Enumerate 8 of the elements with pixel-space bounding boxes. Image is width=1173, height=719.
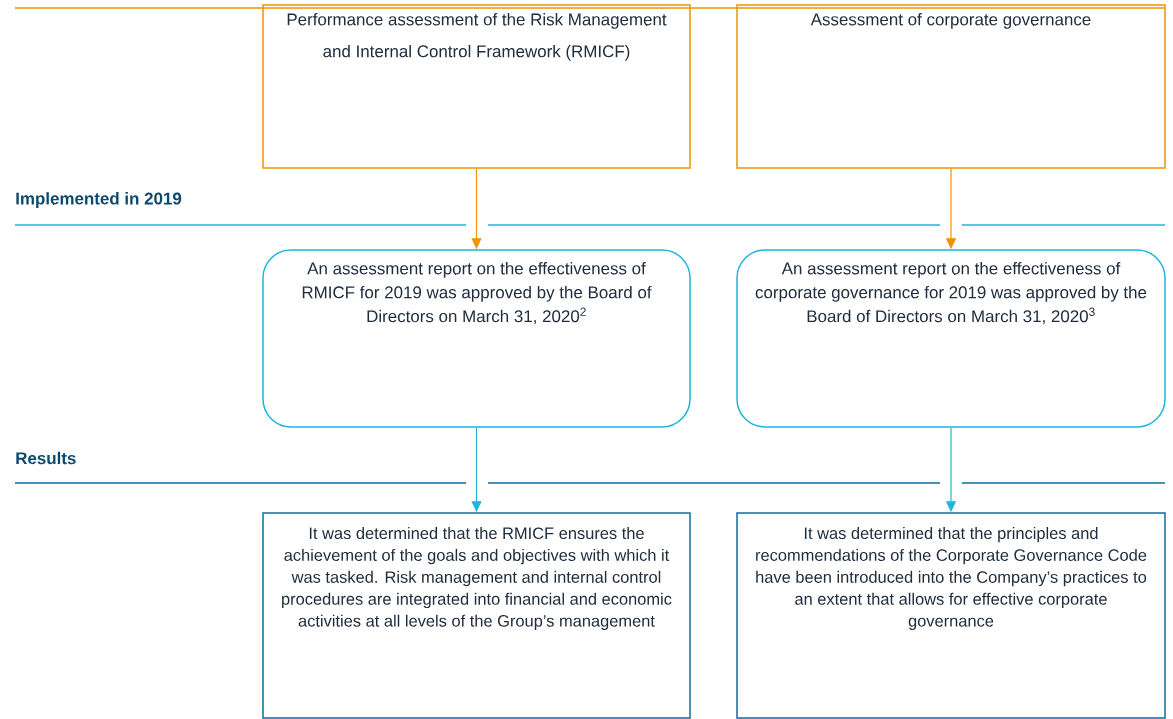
rounded-box: An assessment report on the effectiveness of corporate governance for 2019 was approved by the Board of Directors on March 31, 2020$^{3}$ [736, 249, 1166, 428]
process-box: It was determined that the RMICF ensures the achievement of the goals and objectives with which it was tasked. Risk management and internal control procedures are integrated into financial and economic activities at all levels of the Group’s management [262, 512, 691, 719]
section-heading: Results [16, 451, 76, 465]
section-heading: Implemented in 2019 [16, 192, 182, 208]
process-box: It was determined that the principles and recommendations of the Corporate Governance Code have been introduced into the Company’s practices to an extent that allows for effective corporate governance [736, 512, 1166, 719]
rounded-box: An assessment report on the effectiveness of RMICF for 2019 was approved by the Board of Directors on March 31, 2020$^{2}$ [262, 249, 691, 428]
process-box: Performance assessment of the Risk Management and Internal Control Framework (RMICF) [262, 4, 691, 169]
process-box: Assessment of corporate governance [736, 4, 1166, 169]
